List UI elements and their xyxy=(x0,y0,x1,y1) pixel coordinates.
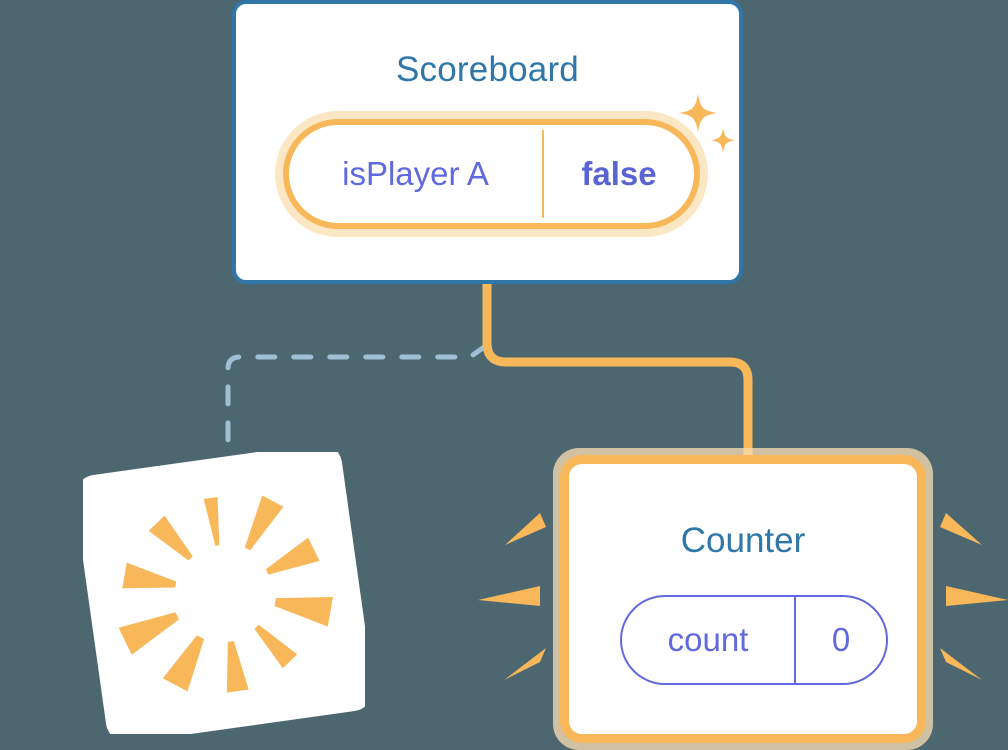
burst-ray xyxy=(162,635,205,692)
scoreboard-property-value: false xyxy=(581,155,657,192)
sparkle-icon-large xyxy=(679,94,717,132)
scoreboard-title: Scoreboard xyxy=(396,50,579,89)
emphasis-ray xyxy=(478,586,540,606)
scoreboard-property-pill[interactable]: isPlayer A false xyxy=(275,111,708,237)
burst-ray xyxy=(274,596,333,627)
pill-divider xyxy=(542,130,544,218)
emphasis-ray xyxy=(504,648,546,680)
emphasis-ray xyxy=(940,513,982,545)
burst-card-surface xyxy=(83,452,365,734)
counter-property-pill[interactable]: count 0 xyxy=(620,595,888,685)
scoreboard-card[interactable]: Scoreboard isPlayer A false xyxy=(232,0,743,284)
emphasis-ray xyxy=(940,648,982,680)
counter-property-key: count xyxy=(667,621,749,658)
pill-divider xyxy=(794,597,796,683)
burst-ray xyxy=(226,641,249,693)
burst-ray xyxy=(122,562,177,589)
burst-ray xyxy=(244,495,284,551)
sparkle-icon-group xyxy=(679,94,735,153)
emphasis-ray xyxy=(505,513,546,545)
burst-ray xyxy=(254,624,298,669)
burst-card[interactable] xyxy=(83,452,365,734)
sparkle-icon-small xyxy=(711,128,735,153)
burst-ray-group xyxy=(118,495,333,693)
burst-ray xyxy=(148,515,193,561)
counter-card[interactable]: Counter count 0 xyxy=(553,448,933,750)
counter-property-value: 0 xyxy=(831,621,851,658)
burst-ray xyxy=(265,537,320,575)
burst-ray xyxy=(118,612,180,655)
scoreboard-property-key: isPlayer A xyxy=(342,155,489,192)
connector-solid-to-counter xyxy=(482,284,753,458)
burst-ray xyxy=(203,496,220,546)
counter-title: Counter xyxy=(680,521,806,560)
emphasis-ray xyxy=(946,586,1008,606)
